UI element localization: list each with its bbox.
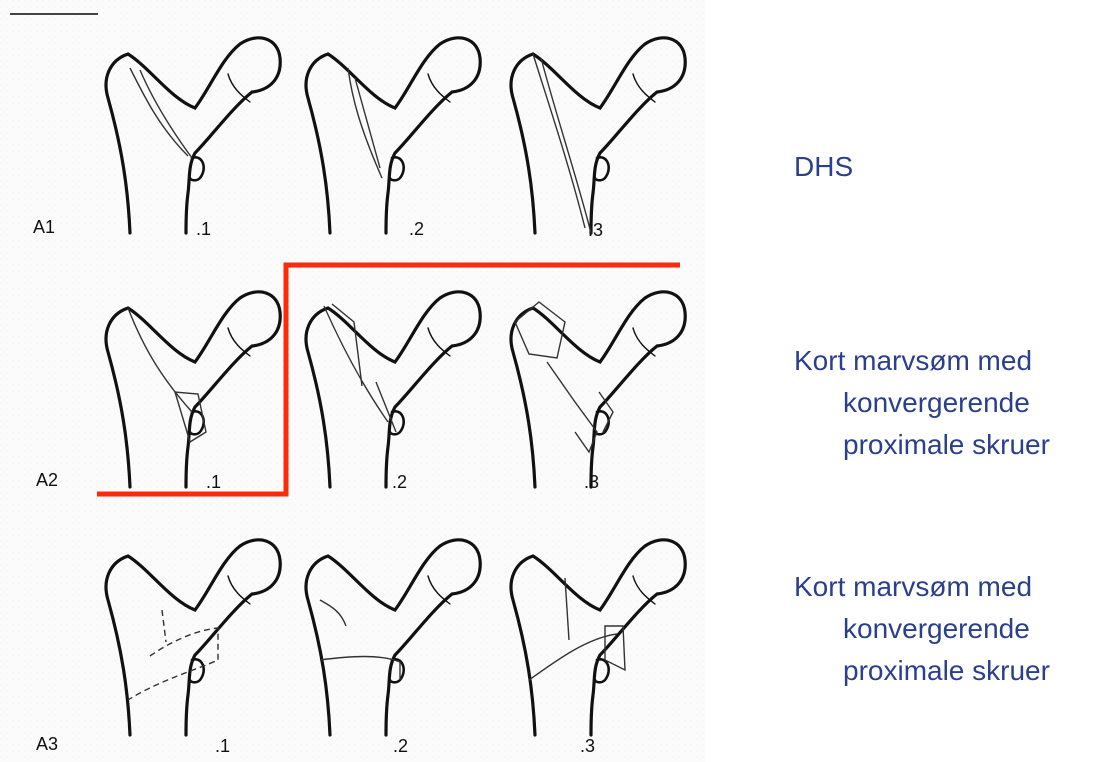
- subtype-a2-1: .1: [206, 472, 221, 493]
- treatment-a3-line-3: proximale skruer: [794, 650, 1050, 692]
- treatment-a3-line-1: Kort marvsøm med: [794, 566, 1050, 608]
- treatment-a2-line-2: konvergerende: [794, 382, 1050, 424]
- subtype-a3-2: .2: [393, 736, 408, 757]
- figure-canvas: [0, 0, 705, 762]
- row-label-a1: A1: [33, 217, 55, 238]
- treatment-a3: Kort marvsøm med konvergerende proximale…: [794, 566, 1050, 692]
- treatment-a2-line-3: proximale skruer: [794, 424, 1050, 466]
- row-label-a3: A3: [36, 734, 58, 755]
- treatment-a2-line-1: Kort marvsøm med: [794, 340, 1050, 382]
- subtype-a3-1: .1: [215, 736, 230, 757]
- subtype-a1-2: .2: [409, 219, 424, 240]
- fracture-classification-figure: A1 A2 A3 .1 .2 .3 .1 .2 .3 .1 .2 .3: [0, 0, 705, 762]
- subtype-a1-3: .3: [588, 220, 603, 241]
- treatment-a3-line-2: konvergerende: [794, 608, 1050, 650]
- subtype-a1-1: .1: [196, 219, 211, 240]
- row-label-a2: A2: [36, 470, 58, 491]
- treatment-a2: Kort marvsøm med konvergerende proximale…: [794, 340, 1050, 466]
- treatment-a1: DHS: [794, 146, 853, 188]
- subtype-a3-3: .3: [580, 736, 595, 757]
- paper-background: [0, 0, 705, 762]
- subtype-a2-3: .3: [584, 472, 599, 493]
- subtype-a2-2: .2: [392, 472, 407, 493]
- treatment-a1-line-1: DHS: [794, 146, 853, 188]
